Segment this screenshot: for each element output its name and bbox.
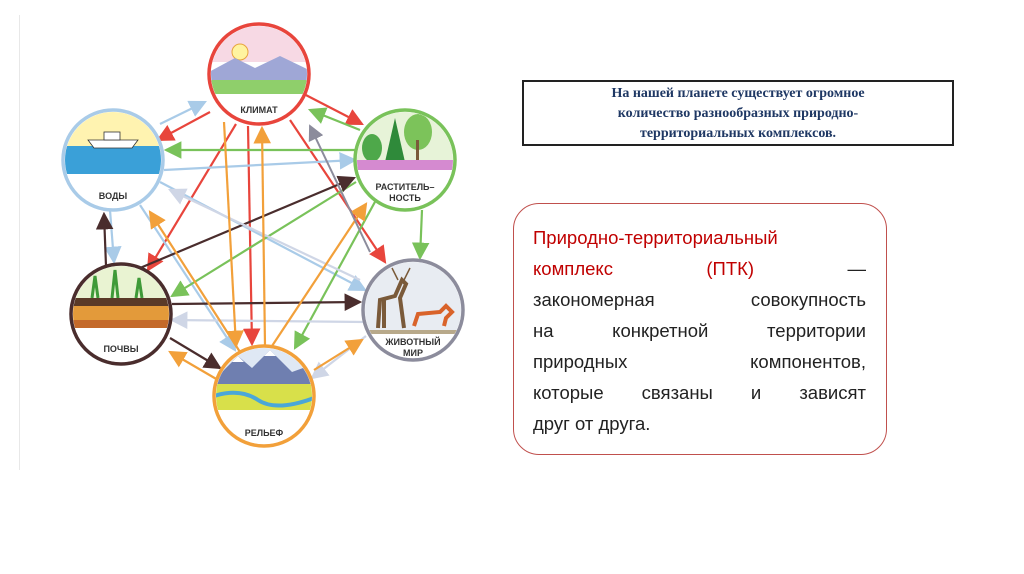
node-water-label: ВОДЫ bbox=[99, 191, 128, 201]
arrow-soils-water bbox=[95, 211, 114, 267]
connection-arrows bbox=[95, 91, 430, 381]
intro-line-3: территориальных комплексов. bbox=[639, 126, 837, 141]
arrow-fauna-climate bbox=[308, 124, 371, 253]
node-fauna-label-2: МИР bbox=[403, 348, 423, 358]
node-relief: РЕЛЬЕФ bbox=[212, 344, 316, 448]
definition-dash: — bbox=[847, 258, 867, 279]
node-climate-label: КЛИМАТ bbox=[240, 105, 278, 115]
arrow-relief-climate bbox=[253, 125, 272, 347]
definition-term-abbr: (ПТК) bbox=[706, 258, 755, 279]
arrow-vegetation-relief bbox=[293, 199, 377, 350]
deer-icon bbox=[376, 276, 409, 329]
node-vegetation: РАСТИТЕЛЬ– НОСТЬ bbox=[353, 108, 457, 212]
ptk-diagram: КЛИМАТ ВОДЫ РАСТИТЕЛЬ– НОСТЬ bbox=[61, 22, 465, 448]
arrow-relief-vegetation bbox=[271, 202, 368, 347]
definition-line-4: на конкретной территории bbox=[533, 320, 866, 341]
definition-line-6: которые связаны и зависят bbox=[533, 382, 866, 403]
arrow-vegetation-climate bbox=[307, 107, 361, 132]
node-fauna-label-1: ЖИВОТНЫЙ bbox=[384, 336, 440, 347]
node-relief-label: РЕЛЬЕФ bbox=[245, 428, 284, 438]
arrow-water-vegetation bbox=[163, 152, 358, 172]
node-climate: КЛИМАТ bbox=[207, 22, 311, 126]
definition-term-line-2: комплекс (ПТК) — bbox=[533, 253, 866, 284]
arrow-climate-water bbox=[156, 111, 211, 142]
node-fauna: ЖИВОТНЫЙ МИР bbox=[361, 258, 465, 362]
arrow-fauna-water bbox=[168, 188, 361, 281]
arrow-relief-water bbox=[148, 210, 241, 353]
arrow-water-soils bbox=[104, 209, 122, 265]
intro-box: На нашей планете существует огромное кол… bbox=[522, 80, 954, 146]
arrow-relief-soils bbox=[168, 350, 219, 381]
arrow-vegetation-fauna bbox=[411, 209, 430, 261]
arrow-climate-vegetation bbox=[299, 91, 364, 126]
tree-icon bbox=[385, 118, 405, 162]
intro-line-1: На нашей планете существует огромное bbox=[611, 86, 865, 101]
node-water: ВОДЫ bbox=[61, 108, 165, 212]
intro-line-2: количество разнообразных природно- bbox=[617, 106, 859, 121]
ship-icon bbox=[87, 139, 139, 149]
arrow-fauna-soils bbox=[169, 311, 366, 329]
slide-edge-line bbox=[19, 15, 20, 470]
definition-line-7: друг от друга. bbox=[533, 413, 651, 434]
arrow-soils-relief bbox=[169, 337, 222, 370]
plants-icon bbox=[90, 269, 144, 299]
arrow-climate-relief bbox=[242, 125, 261, 347]
arrow-relief-fauna bbox=[313, 338, 364, 371]
definition-line-5: природных компонентов, bbox=[533, 351, 866, 372]
node-soils: ПОЧВЫ bbox=[69, 262, 173, 366]
definition-line-3: закономерная совокупность bbox=[533, 289, 866, 310]
definition-term-word: комплекс bbox=[533, 258, 613, 279]
node-vegetation-label-2: НОСТЬ bbox=[389, 193, 421, 203]
arrow-climate-soils bbox=[146, 123, 237, 272]
node-soils-label: ПОЧВЫ bbox=[103, 344, 138, 354]
sun-icon bbox=[231, 43, 249, 61]
arrow-relief-climate-2 bbox=[222, 121, 244, 349]
definition-term-line-1: Природно-территориальный bbox=[533, 227, 778, 248]
arrow-water-climate bbox=[159, 100, 207, 125]
fox-icon bbox=[412, 303, 455, 327]
arrow-soils-fauna bbox=[171, 293, 363, 311]
definition-box: Природно-территориальный комплекс (ПТК) … bbox=[513, 203, 887, 455]
node-vegetation-label-1: РАСТИТЕЛЬ– bbox=[375, 182, 434, 192]
